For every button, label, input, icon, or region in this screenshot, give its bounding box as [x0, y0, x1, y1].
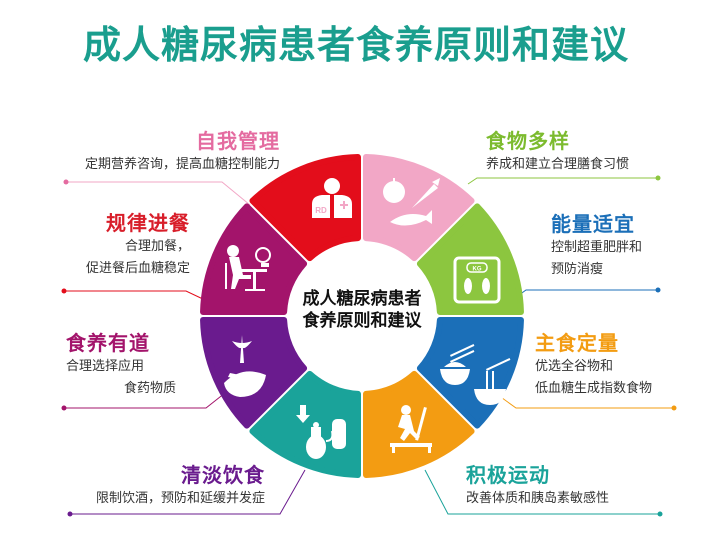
center-title: 成人糖尿病患者 食养原则和建议 — [287, 288, 437, 332]
connector-regular-meals — [64, 290, 206, 301]
desc-active-exercise: 改善体质和胰岛素敏感性 — [466, 491, 610, 506]
label-light-diet: 清淡饮食 限制饮酒，预防和延缓并发症 — [50, 462, 265, 510]
desc-diverse-food: 养成和建立合理膳食习惯 — [486, 157, 630, 172]
connector-self-management — [66, 181, 251, 206]
weight-scale-icon: KG — [453, 256, 501, 304]
svg-text:RD: RD — [315, 206, 327, 215]
label-food-medicine: 食养有道 合理选择应用 食药物质 — [66, 330, 186, 400]
desc-appropriate-energy-2: 预防消瘦 — [551, 262, 604, 277]
label-self-management: 自我管理 定期营养咨询，提高血糖控制能力 — [40, 128, 280, 176]
connector-light-diet — [70, 469, 306, 515]
heading-food-medicine: 食养有道 — [66, 331, 150, 355]
label-regular-meals: 规律进餐 合理加餐， 促进餐后血糖稳定 — [40, 210, 190, 280]
desc-regular-meals-2: 促进餐后血糖稳定 — [85, 261, 190, 276]
heading-diverse-food: 食物多样 — [486, 129, 570, 153]
page-title: 成人糖尿病患者食养原则和建议 — [82, 23, 629, 67]
segment-active-exercise — [249, 370, 362, 478]
connector-appropriate-energy — [514, 289, 658, 299]
connector-active-exercise — [424, 469, 660, 515]
dietitian-icon: RD — [312, 178, 352, 218]
heading-appropriate-energy: 能量适宜 — [551, 212, 635, 236]
center-title-line2: 食养原则和建议 — [302, 311, 422, 331]
desc-food-medicine-2: 食药物质 — [123, 381, 176, 396]
dining-clock-icon — [225, 245, 271, 291]
label-staple-food: 主食定量 优选全谷物和 低血糖生成指数食物 — [535, 330, 705, 400]
segment-food-medicine — [200, 203, 308, 316]
label-appropriate-energy: 能量适宜 控制超重肥胖和 预防消瘦 — [551, 211, 701, 281]
desc-appropriate-energy-1: 控制超重肥胖和 — [551, 240, 643, 255]
label-diverse-food: 食物多样 养成和建立合理膳食习惯 — [486, 128, 706, 176]
heading-self-management: 自我管理 — [196, 129, 280, 153]
heading-regular-meals: 规律进餐 — [106, 211, 190, 235]
connector-staple-food — [497, 394, 674, 409]
desc-regular-meals-1: 合理加餐， — [124, 239, 190, 254]
fruit-vegetable-fish-icon — [383, 178, 440, 226]
heading-staple-food: 主食定量 — [535, 331, 619, 355]
teapot-salt-shaker-icon — [296, 405, 346, 459]
label-active-exercise: 积极运动 改善体质和胰岛素敏感性 — [466, 462, 686, 510]
rice-noodle-bowl-icon — [440, 344, 511, 405]
desc-self-management: 定期营养咨询，提高血糖控制能力 — [84, 157, 280, 172]
connector-diverse-food — [467, 177, 658, 185]
desc-staple-food-1: 优选全谷物和 — [535, 359, 614, 374]
heading-light-diet: 清淡饮食 — [181, 463, 265, 487]
desc-food-medicine-1: 合理选择应用 — [66, 359, 145, 374]
desc-staple-food-2: 低血糖生成指数食物 — [535, 381, 653, 396]
center-title-line1: 成人糖尿病患者 — [302, 289, 422, 309]
connector-food-medicine — [64, 392, 226, 409]
herb-mortar-icon — [224, 335, 266, 397]
heading-active-exercise: 积极运动 — [466, 463, 550, 487]
svg-text:KG: KG — [473, 267, 482, 273]
desc-light-diet: 限制饮酒，预防和延缓并发症 — [95, 491, 265, 506]
treadmill-runner-icon — [390, 405, 432, 453]
